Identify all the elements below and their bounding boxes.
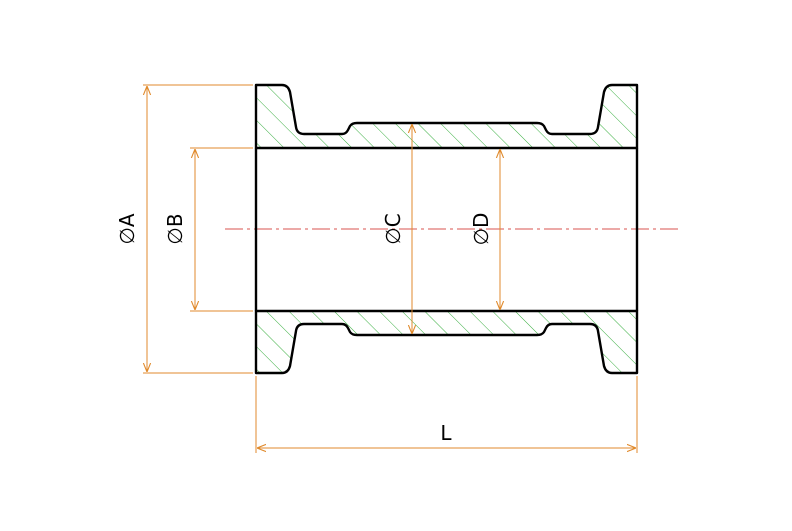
bore-outline: [254, 148, 639, 311]
dim-label-l: L: [440, 421, 452, 445]
dim-label-c: ∅C: [381, 213, 405, 244]
dim-label-a: ∅A: [115, 213, 139, 244]
dim-label-b: ∅B: [163, 213, 187, 244]
bottom-wall-section: [254, 309, 639, 375]
dim-label-d: ∅D: [469, 213, 493, 246]
extension-lines: [143, 84, 638, 453]
top-wall-section: [254, 83, 639, 150]
